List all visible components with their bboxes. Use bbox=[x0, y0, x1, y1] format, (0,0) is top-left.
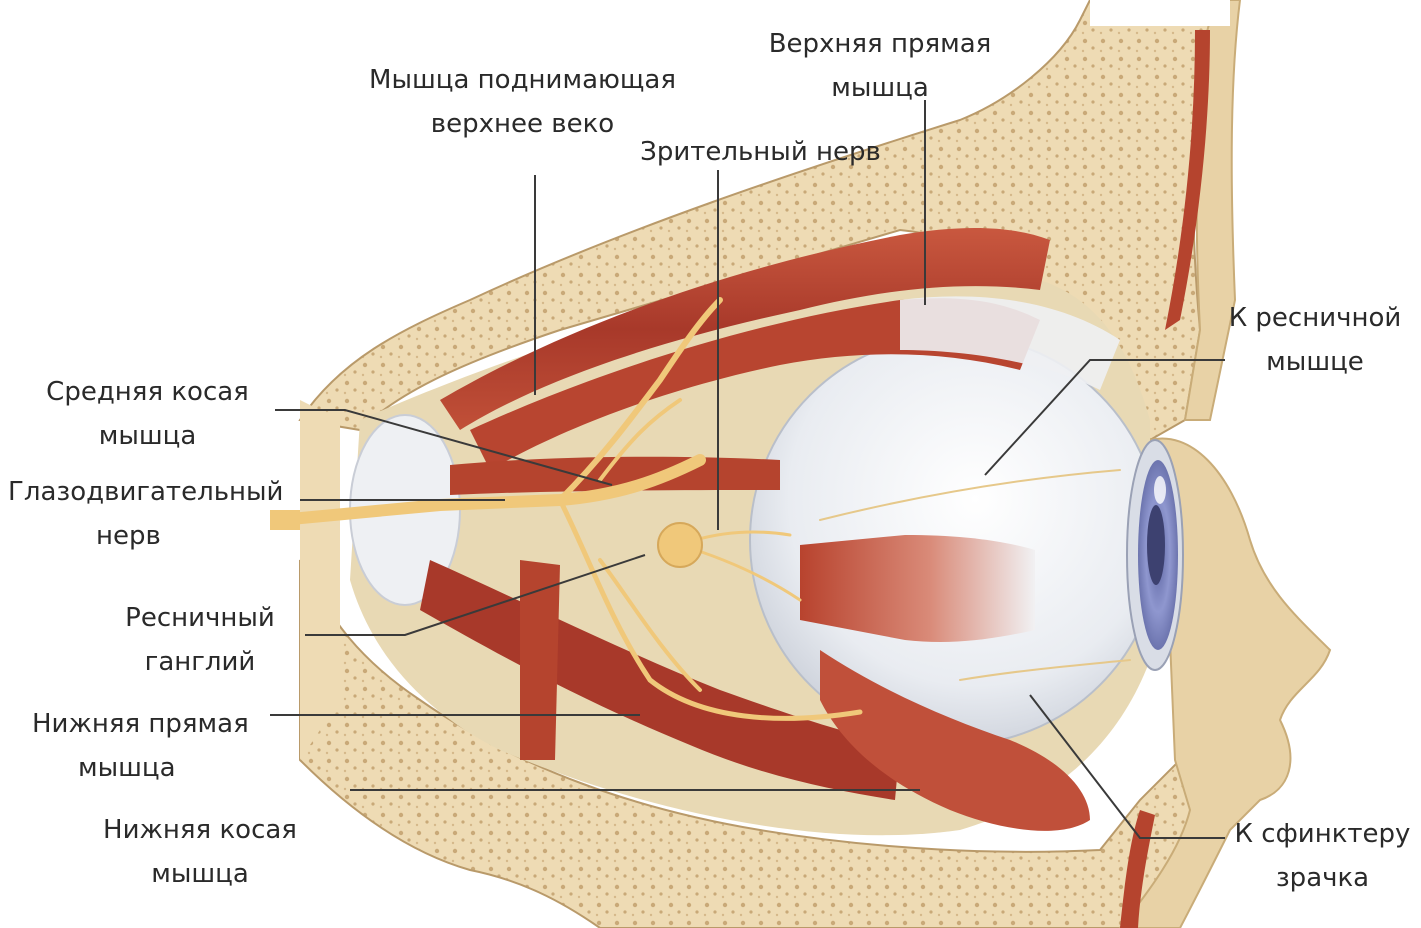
label-superior-oblique-line1: Средняя косая bbox=[30, 370, 265, 414]
label-to-ciliary-muscle-line1: К ресничной bbox=[1215, 296, 1415, 340]
label-optic-nerve-line1: Зрительный нерв bbox=[628, 130, 893, 174]
label-to-pupil-sphincter-line1: К сфинктеру bbox=[1225, 812, 1420, 856]
label-ciliary-ganglion-line1: Ресничный bbox=[100, 596, 300, 640]
label-inferior-oblique-line1: Нижняя косая bbox=[90, 808, 310, 852]
label-levator-line1: Мышца поднимающая bbox=[350, 58, 695, 102]
label-optic-nerve: Зрительный нерв bbox=[628, 130, 893, 174]
label-inferior-oblique-line2: мышца bbox=[90, 852, 310, 896]
label-superior-oblique: Средняя косая мышца bbox=[30, 370, 265, 458]
label-to-ciliary-muscle: К ресничной мышце bbox=[1215, 296, 1415, 384]
label-inferior-rectus-line2: мышца bbox=[32, 746, 272, 790]
label-ciliary-ganglion-line2: ганглий bbox=[100, 640, 300, 684]
label-superior-rectus-line2: мышца bbox=[755, 66, 1005, 110]
ciliary-ganglion-body bbox=[658, 523, 702, 567]
lateral-rectus-muscle bbox=[800, 535, 1035, 642]
label-inferior-oblique: Нижняя косая мышца bbox=[90, 808, 310, 896]
label-superior-rectus-line1: Верхняя прямая bbox=[755, 22, 1005, 66]
label-superior-rectus: Верхняя прямая мышца bbox=[755, 22, 1005, 110]
pupil bbox=[1147, 505, 1165, 585]
label-inferior-rectus-line1: Нижняя прямая bbox=[32, 702, 272, 746]
label-inferior-rectus: Нижняя прямая мышца bbox=[32, 702, 272, 790]
label-to-pupil-sphincter-line2: зрачка bbox=[1225, 856, 1420, 900]
label-ciliary-ganglion: Ресничный ганглий bbox=[100, 596, 300, 684]
label-to-ciliary-muscle-line2: мышце bbox=[1215, 340, 1415, 384]
label-oculomotor-nerve: Глазодвигательный нерв bbox=[8, 470, 308, 558]
label-oculomotor-nerve-line1: Глазодвигательный bbox=[8, 470, 308, 514]
label-to-pupil-sphincter: К сфинктеру зрачка bbox=[1225, 812, 1420, 900]
label-oculomotor-nerve-line2: нерв bbox=[8, 514, 308, 558]
label-superior-oblique-line2: мышца bbox=[30, 414, 265, 458]
